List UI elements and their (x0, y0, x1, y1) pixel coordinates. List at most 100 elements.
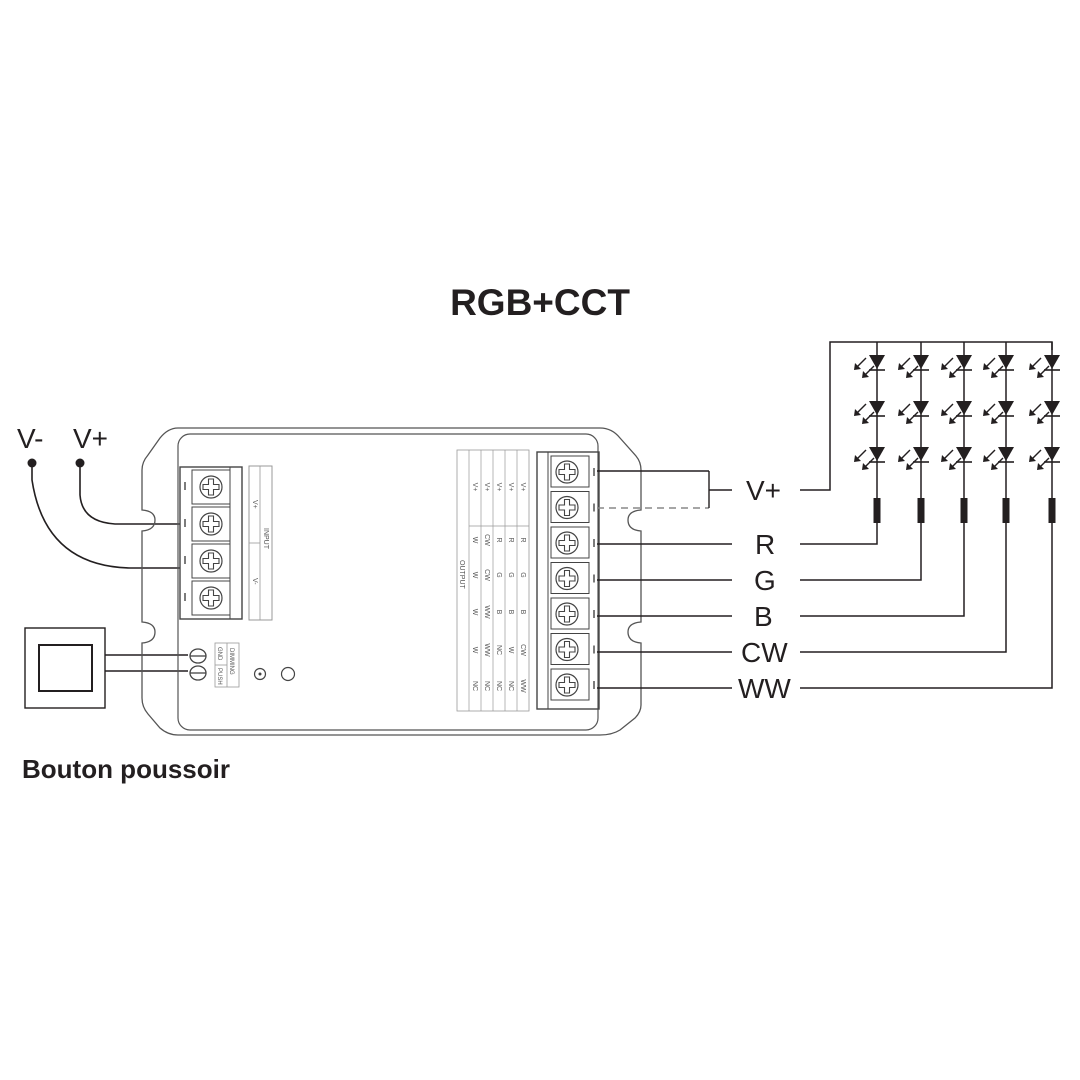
screw-cross (558, 534, 576, 552)
output-table-cell: CW (519, 644, 526, 656)
led-emission-arrowhead (1029, 409, 1036, 416)
channel-label-v-plus: V+ (746, 475, 781, 506)
output-terminal-screw (555, 673, 579, 697)
output-table-cell: V+ (507, 483, 514, 492)
led-diode-icon (1044, 447, 1060, 461)
output-table-cell: B (507, 610, 514, 615)
channel-wire-right (800, 522, 1053, 689)
channel-label-cw: CW (741, 637, 788, 668)
output-table-cell: NC (507, 681, 514, 691)
channel-wire-right (800, 522, 1007, 653)
input-terminal-screw (199, 512, 223, 536)
led-emission-arrowhead (854, 455, 861, 462)
output-table-cell: NC (495, 681, 502, 691)
led-emission-arrowhead (941, 455, 948, 462)
led-emission-arrowhead (991, 371, 998, 378)
led-diode-icon (998, 355, 1014, 369)
output-table-cell: G (507, 572, 514, 577)
screw-cross (558, 640, 576, 659)
screw-cross (558, 463, 576, 481)
led-diode-icon (956, 447, 972, 461)
output-terminal-cell (550, 491, 590, 523)
output-terminal-cell (550, 633, 590, 665)
output-block-frame (536, 451, 600, 710)
led-emission-arrowhead (862, 371, 869, 378)
output-table-cell: V+ (495, 483, 502, 492)
output-table-cell: V+ (519, 483, 526, 492)
input-v-plus-text: V+ (251, 500, 258, 509)
output-table-cell: B (495, 610, 502, 615)
led-emission-arrowhead (1029, 363, 1036, 370)
controller-housing (141, 427, 642, 736)
output-table-cell: W (471, 537, 478, 544)
diagram-title: RGB+CCT (450, 282, 630, 323)
output-table-cell: R (495, 537, 502, 542)
screw-head (555, 673, 579, 697)
led-diode-icon (998, 401, 1014, 415)
screw-head (555, 602, 579, 626)
output-table-cell: W (507, 647, 514, 654)
input-terminal-block (179, 466, 243, 620)
output-table-cell: NC (471, 681, 478, 691)
channel-wire-right (800, 522, 922, 581)
led-emission-arrowhead (949, 371, 956, 378)
output-terminal-screw (555, 566, 579, 591)
dimming-terminals: GND PUSH DIMMING (189, 642, 296, 688)
input-terminal-screw (199, 549, 223, 573)
led-diode-icon (869, 355, 885, 369)
input-terminal-screw (199, 475, 223, 499)
screw-cross (202, 478, 220, 496)
resistor-icon (917, 498, 925, 523)
push-button (24, 627, 188, 709)
led-emission-arrowhead (991, 417, 998, 424)
push-button-frame (24, 627, 106, 709)
led-emission-arrowhead (862, 417, 869, 424)
screw-cross (202, 552, 220, 570)
screw-cross (558, 498, 576, 517)
screw-cross (558, 676, 576, 694)
output-table-cell: NC (483, 681, 490, 691)
learn-button[interactable] (280, 666, 296, 682)
screw-head (199, 512, 223, 536)
led-emission-arrowhead (949, 463, 956, 470)
resistor-icon (873, 498, 881, 523)
housing-inner (177, 433, 599, 731)
indicator-led (253, 667, 267, 681)
output-table-cell: W (471, 609, 478, 616)
output-table-cell: B (519, 610, 526, 615)
input-terminal-cell (191, 469, 231, 505)
led-diode-icon (956, 355, 972, 369)
output-table-cell: G (495, 572, 502, 577)
input-title-text: INPUT (262, 528, 269, 550)
input-power: V- V+ (17, 423, 180, 569)
led-emission-arrowhead (1037, 417, 1044, 424)
led-diode-icon (913, 355, 929, 369)
led-array (854, 342, 1060, 523)
output-terminal-cell (550, 597, 590, 630)
input-label-table: V+ V- INPUT (248, 465, 273, 621)
housing-outer (141, 427, 642, 736)
screw-cross (558, 605, 576, 623)
resistor-icon (1048, 498, 1056, 523)
screw-head (199, 549, 223, 573)
output-terminal-block (536, 451, 600, 710)
screw-head (555, 637, 579, 662)
led-emission-arrowhead (1037, 371, 1044, 378)
screw-cross (558, 569, 576, 588)
output-title-text: OUTPUT (458, 560, 465, 590)
led-emission-arrowhead (1037, 463, 1044, 470)
v-plus-wire (79, 463, 180, 525)
input-terminal-cell (191, 580, 231, 616)
output-terminal-cell (550, 455, 590, 488)
screw-head (555, 495, 579, 520)
screw-cross (202, 589, 220, 607)
output-terminal-cell (550, 668, 590, 701)
screw-head (555, 566, 579, 591)
v-minus-wire (31, 463, 180, 569)
screw-cross (202, 515, 220, 533)
screw-head (199, 475, 223, 499)
output-table-cell: WW (483, 605, 490, 619)
screw-head (555, 460, 579, 484)
